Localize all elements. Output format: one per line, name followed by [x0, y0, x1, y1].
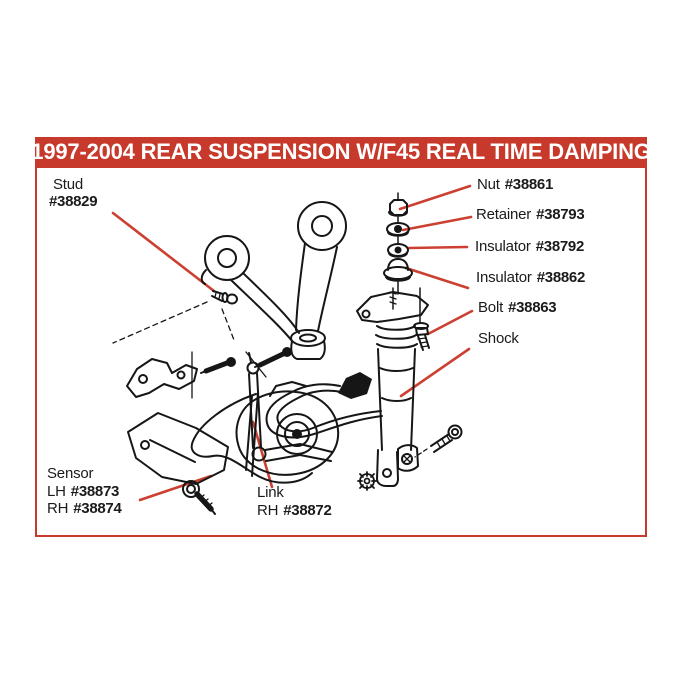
lower-mount-bolt-drawing [414, 424, 463, 458]
sensor-harness-wire [190, 393, 313, 484]
label-sensor: Sensor LH#38873 RH#38874 [47, 465, 122, 518]
diagram-frame [35, 166, 647, 537]
label-link: Link RH#38872 [257, 484, 332, 519]
label-shock: Shock [478, 330, 524, 347]
label-nut: Nut#38861 [477, 176, 553, 193]
leader-line-link [251, 420, 274, 489]
label-insulator-lower-name: Insulator [476, 269, 532, 286]
shock-absorber-drawing [356, 287, 429, 487]
insulator-lower-drawing [383, 258, 413, 295]
leader-line-sensor [138, 474, 213, 502]
leader-line-insulator-lower [404, 266, 470, 290]
label-insulator-upper-name: Insulator [475, 238, 531, 255]
diagram-title-bar: 1997-2004 REAR SUSPENSION W/F45 REAL TIM… [31, 137, 651, 166]
label-sensor-lh-part: #38873 [70, 482, 120, 500]
label-sensor-lh: LH [47, 482, 66, 500]
leader-line-retainer [401, 215, 473, 232]
nut-drawing [388, 192, 408, 217]
label-insulator-upper: Insulator#38792 [475, 238, 584, 255]
shock-base-nut-drawing [357, 471, 377, 491]
label-link-rh-part: #38872 [283, 501, 332, 519]
label-bolt-part: #38863 [508, 299, 557, 316]
leader-line-bolt [426, 309, 474, 336]
label-bolt: Bolt#38863 [478, 299, 557, 316]
leader-line-shock [399, 347, 471, 398]
lower-bracket-drawing [127, 412, 229, 485]
bracket-bolts-drawing [200, 347, 292, 374]
label-sensor-rh-part: #38874 [73, 500, 122, 517]
shock-harness-connector-drawing [265, 372, 383, 439]
label-retainer: Retainer#38793 [476, 206, 585, 223]
upper-bracket-drawing [126, 358, 198, 398]
leader-line-stud [111, 211, 216, 293]
label-link-rh: RH [257, 501, 279, 519]
label-retainer-part: #38793 [536, 206, 585, 223]
label-sensor-name: Sensor [47, 465, 94, 482]
label-nut-part: #38861 [504, 176, 554, 193]
label-insulator-lower: Insulator#38862 [476, 269, 585, 286]
insulator-upper-drawing [387, 236, 409, 258]
link-drawing [246, 352, 333, 462]
label-sensor-rh: RH [47, 500, 69, 517]
sensor-bolt-drawing [182, 480, 216, 515]
label-insulator-lower-part: #38862 [536, 269, 586, 286]
label-shock-name: Shock [478, 330, 519, 347]
label-link-name: Link [257, 484, 284, 501]
bolt-38863-drawing [413, 287, 430, 351]
leader-lines [111, 184, 474, 502]
upper-control-arm-drawing [200, 201, 347, 360]
label-retainer-name: Retainer [476, 206, 532, 223]
label-stud-part: #38829 [49, 193, 98, 210]
leader-line-insulator-upper [407, 245, 469, 250]
stud-drawing [112, 290, 238, 344]
label-bolt-name: Bolt [478, 299, 504, 316]
label-stud-name: Stud [53, 176, 84, 193]
label-insulator-upper-part: #38792 [535, 238, 585, 255]
page-title: 1997-2004 REAR SUSPENSION W/F45 REAL TIM… [31, 138, 651, 164]
label-stud: Stud #38829 [49, 176, 98, 210]
leader-line-nut [398, 184, 472, 211]
retainer-drawing [386, 216, 410, 237]
label-nut-name: Nut [477, 176, 500, 193]
